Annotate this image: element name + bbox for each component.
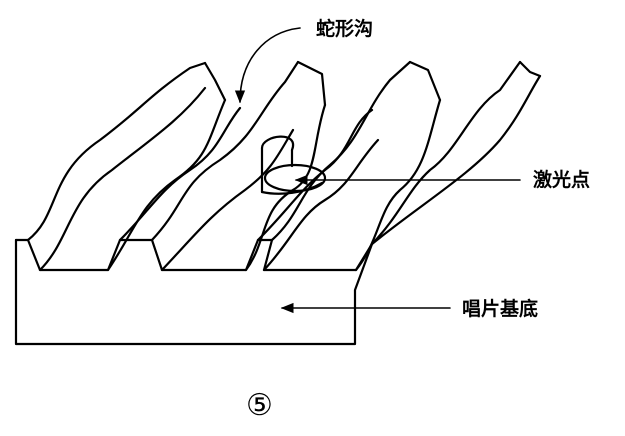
figure-number: ⑤ <box>246 388 273 423</box>
laser-spot <box>260 135 327 195</box>
groove-cross-section <box>14 238 374 272</box>
substrate-label: 唱片基底 <box>462 297 538 320</box>
laser-spot-label: 激光点 <box>533 168 590 191</box>
groove-pointer <box>234 27 301 104</box>
serpentine-groove-walls <box>26 60 542 272</box>
groove-label: 蛇形沟 <box>316 17 373 40</box>
disc-substrate <box>14 238 374 346</box>
